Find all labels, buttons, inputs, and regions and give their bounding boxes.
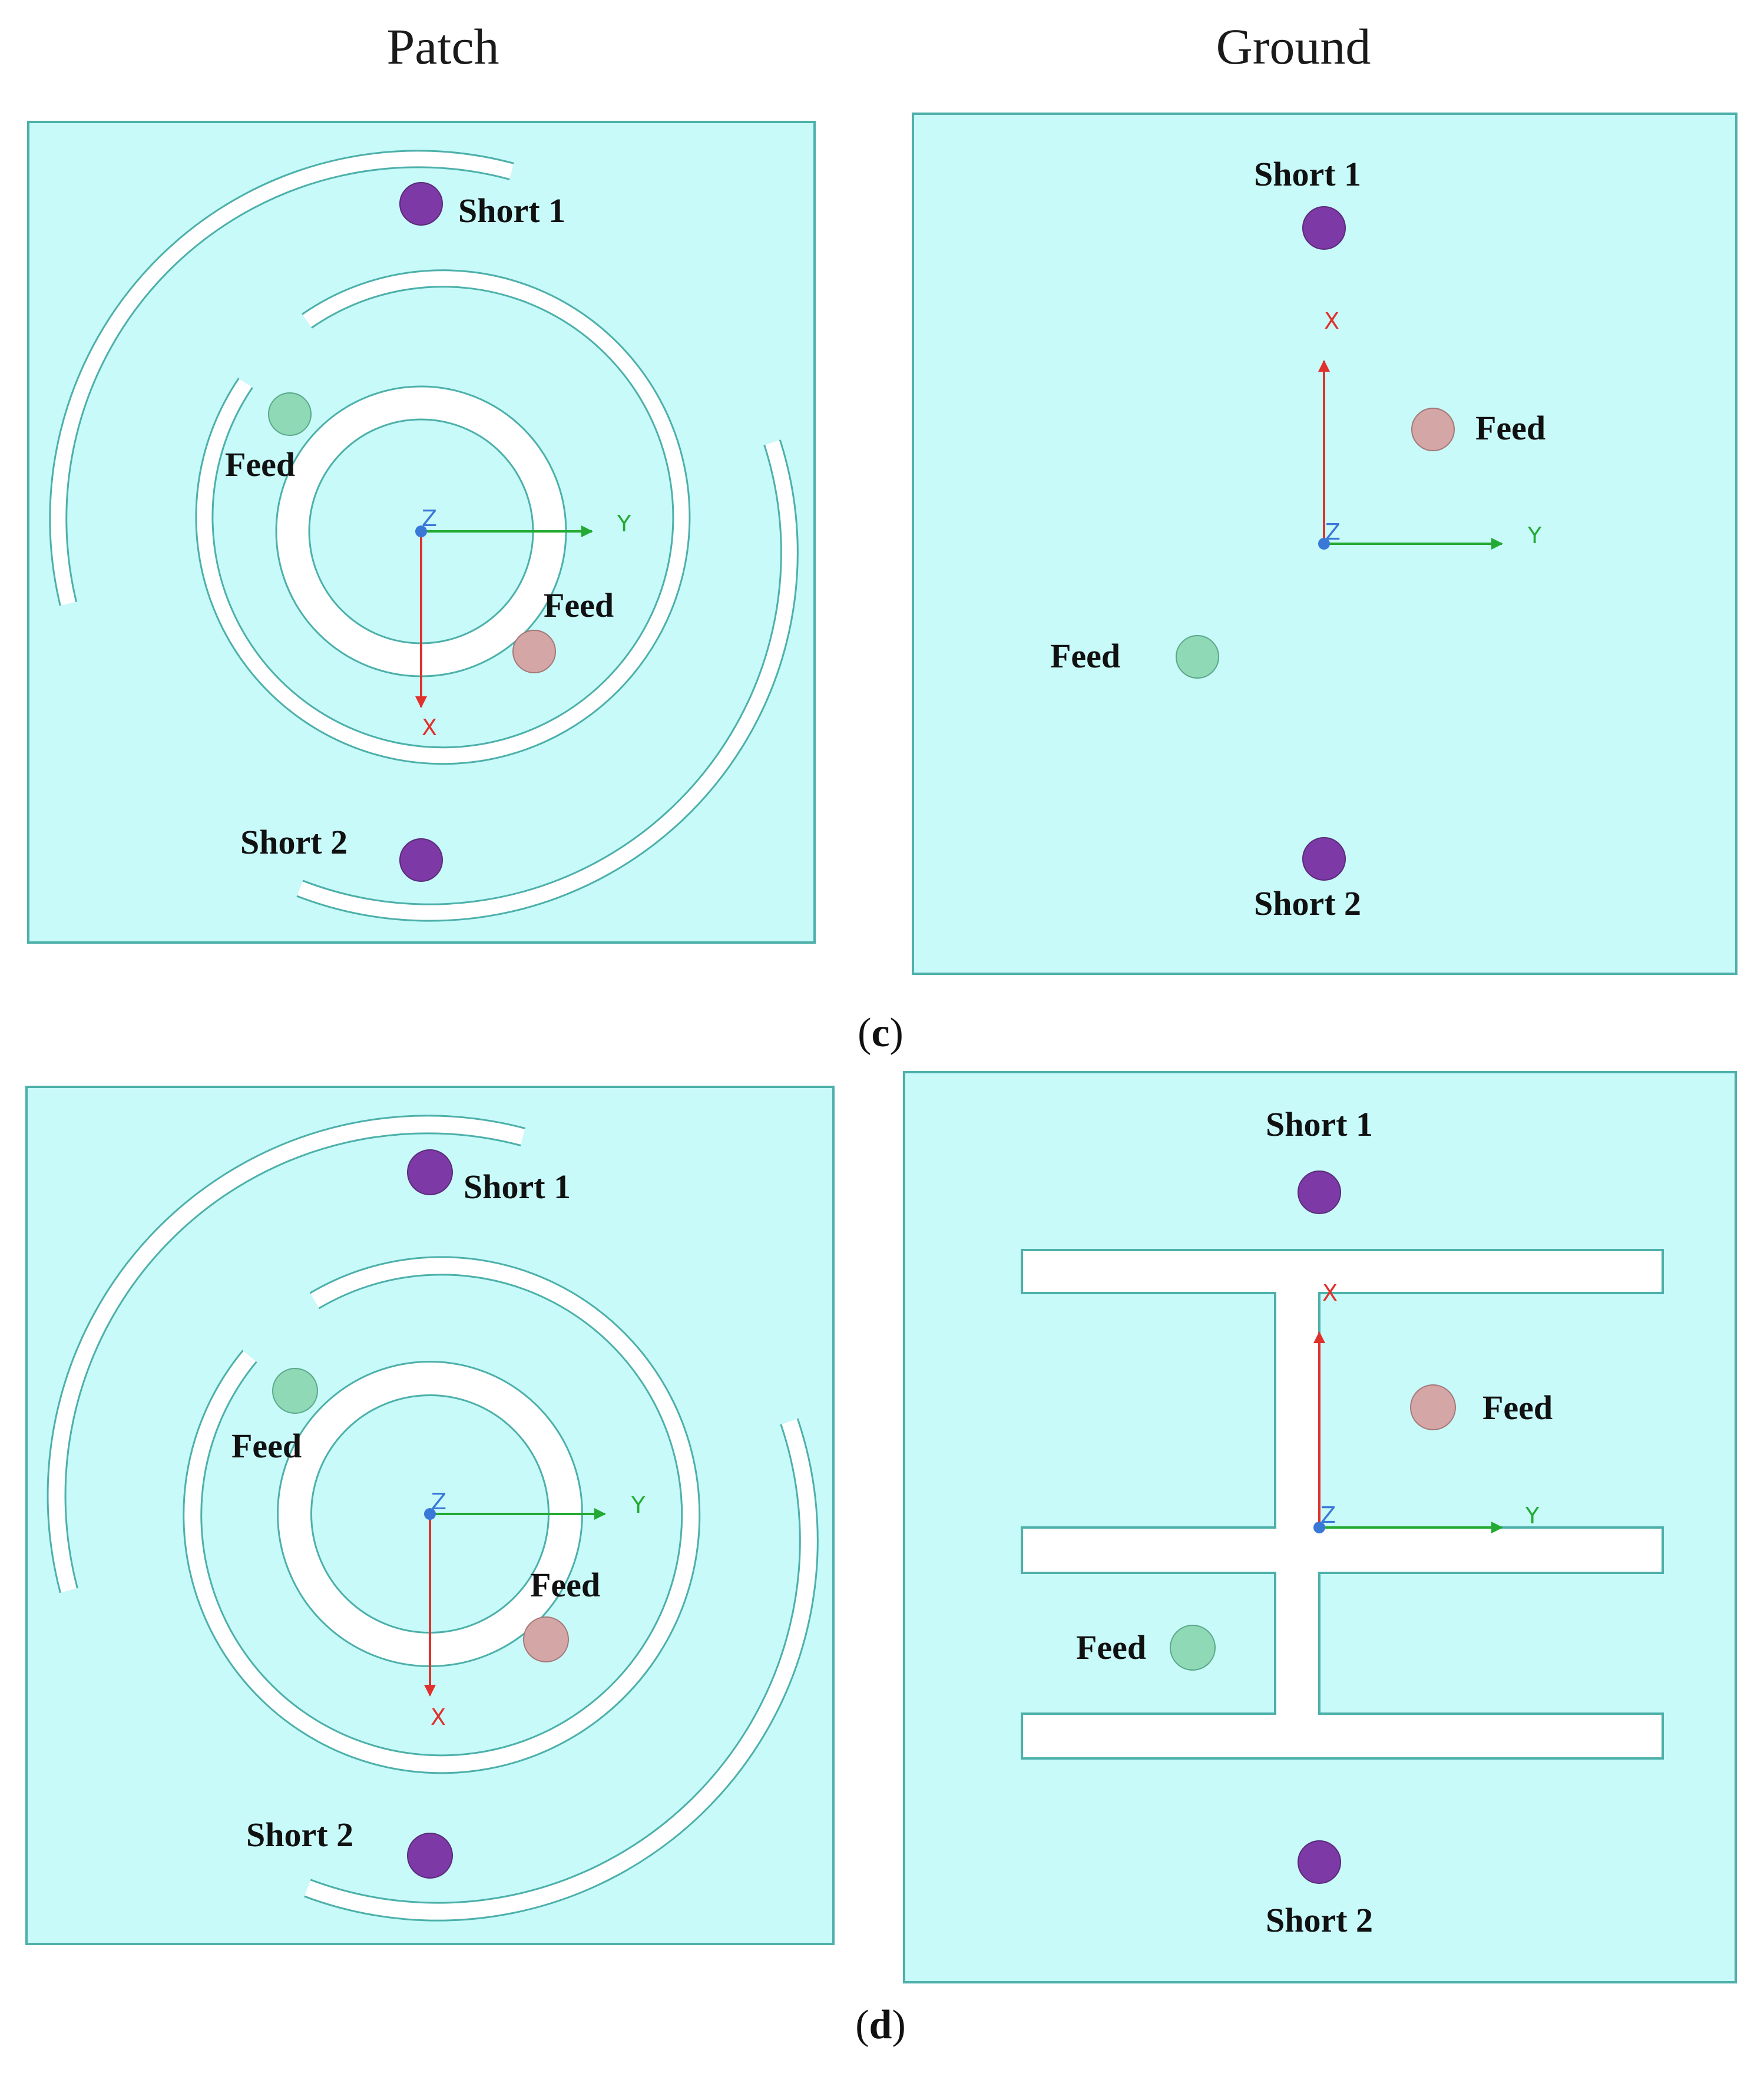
- short-1-label: Short 1: [464, 1168, 571, 1206]
- y-axis-label: Y: [617, 511, 631, 537]
- feed-pin-green: [1176, 635, 1219, 679]
- origin-dot: [424, 1508, 436, 1520]
- patch-d: Z X Y Short 1 Feed Feed Short 2: [25, 1086, 835, 1945]
- feed-pink-label: Feed: [1475, 409, 1545, 447]
- short-2-label: Short 2: [240, 823, 347, 861]
- caption-c-letter: c: [871, 1010, 889, 1056]
- short-2-pin: [407, 1833, 453, 1879]
- outer-left-slot: [51, 151, 514, 606]
- middle-slot: [197, 271, 689, 763]
- caption-d-letter: d: [869, 2002, 892, 2048]
- short-1-label: Short 1: [1266, 1105, 1373, 1143]
- y-axis-label: Y: [1527, 523, 1542, 548]
- short-1-pin: [1298, 1171, 1341, 1214]
- patch-column-title: Patch: [386, 18, 499, 75]
- caption-c: (c): [858, 1010, 903, 1056]
- z-axis-label: Z: [1320, 1502, 1336, 1528]
- feed-pin-green: [272, 1368, 318, 1414]
- z-axis-label: Z: [422, 505, 437, 531]
- origin-dot: [1313, 1522, 1325, 1533]
- ground-c: Z X Y Short 1 Feed Feed Short 2: [912, 113, 1737, 975]
- x-axis-label: X: [422, 715, 437, 740]
- short-2-pin: [1302, 837, 1346, 881]
- short-1-pin: [1302, 206, 1346, 250]
- origin-dot: [415, 525, 427, 537]
- x-axis-label: X: [1322, 1280, 1338, 1306]
- x-axis-label: X: [431, 1704, 446, 1730]
- short-1-pin: [399, 182, 443, 226]
- feed-pink-label: Feed: [1482, 1388, 1553, 1427]
- outer-right-slot: [297, 440, 797, 920]
- middle-slot: [184, 1258, 699, 1773]
- feed-green-label: Feed: [225, 445, 295, 484]
- short-2-pin: [399, 838, 443, 882]
- z-axis-label: Z: [431, 1489, 446, 1515]
- ground-d: Z X Y Short 1 Feed Feed Short 2: [903, 1071, 1737, 1983]
- caption-d: (d): [855, 2002, 906, 2048]
- short-2-label: Short 2: [1266, 1901, 1373, 1939]
- feed-pink-label: Feed: [530, 1566, 600, 1604]
- feed-pin-green: [1170, 1625, 1216, 1671]
- feed-pin-green: [268, 392, 312, 436]
- ground-column-title: Ground: [1216, 18, 1371, 75]
- feed-pin-pink: [512, 630, 556, 673]
- short-1-label: Short 1: [458, 191, 565, 230]
- feed-pin-pink: [1411, 408, 1455, 451]
- outer-right-slot: [305, 1419, 817, 1920]
- y-axis-label: Y: [631, 1492, 646, 1518]
- patch-c: Z X Y Short 1 Feed Feed Short 2: [27, 121, 816, 944]
- feed-green-label: Feed: [231, 1427, 302, 1465]
- feed-green-label: Feed: [1050, 637, 1120, 675]
- feed-pink-label: Feed: [544, 586, 614, 624]
- short-1-label: Short 1: [1254, 155, 1361, 193]
- z-axis-label: Z: [1325, 519, 1341, 545]
- short-1-pin: [407, 1149, 453, 1195]
- x-axis-label: X: [1324, 308, 1339, 334]
- short-2-pin: [1298, 1840, 1341, 1884]
- feed-pin-pink: [1410, 1384, 1456, 1430]
- short-2-label: Short 2: [246, 1816, 353, 1854]
- y-axis-label: Y: [1525, 1503, 1540, 1529]
- short-2-label: Short 2: [1254, 884, 1361, 923]
- feed-pin-pink: [523, 1616, 569, 1662]
- feed-green-label: Feed: [1076, 1628, 1146, 1667]
- origin-dot: [1318, 538, 1330, 550]
- outer-left-slot: [48, 1116, 525, 1593]
